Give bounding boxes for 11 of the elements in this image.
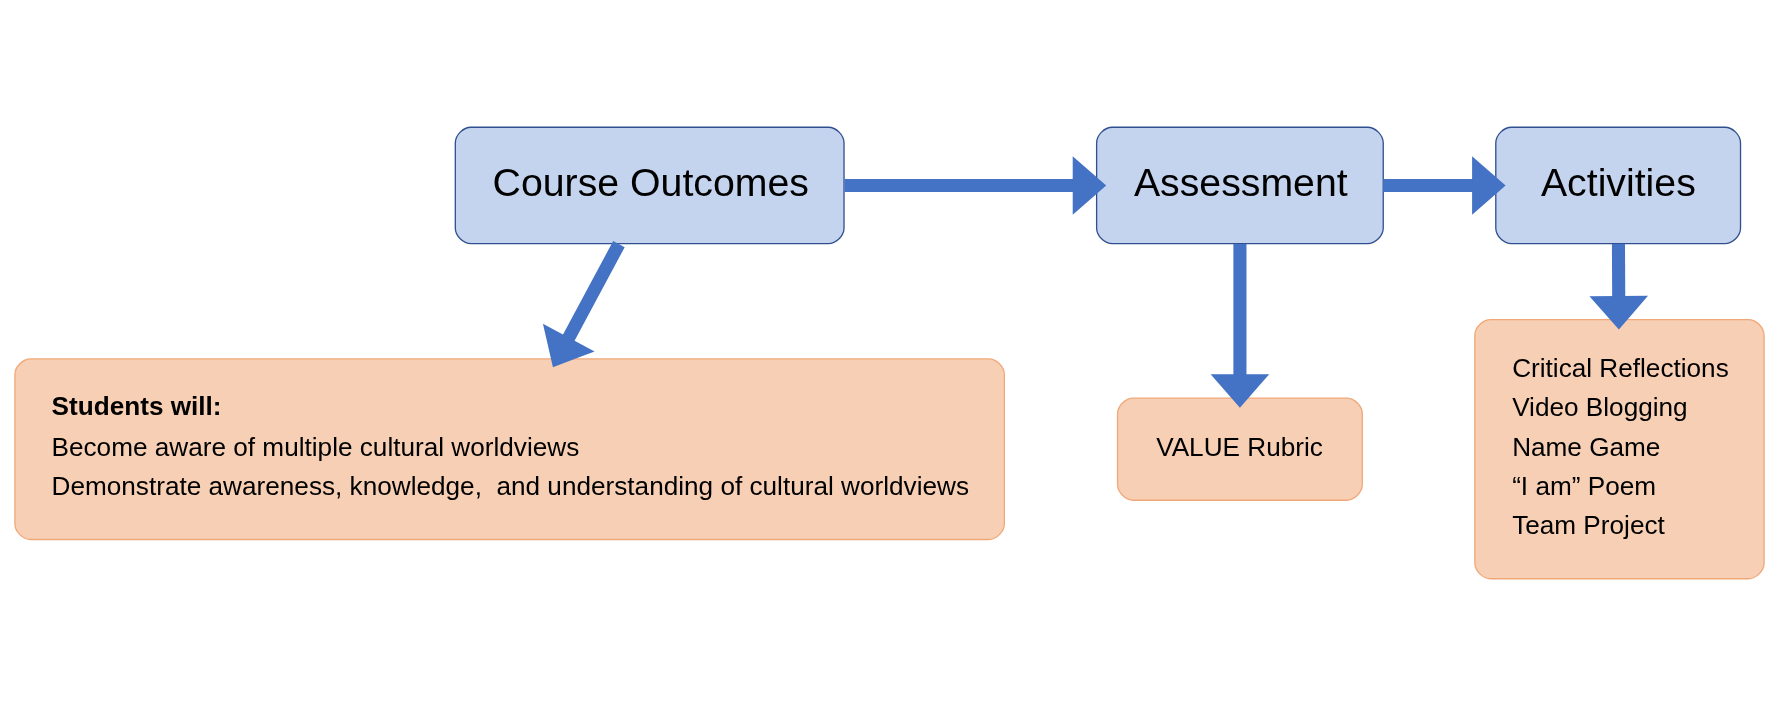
node-box: Students will: Become aware of multiple cultural worldviews Demonstrate awareness, knowledge, and understanding of cultural worldviews — [14, 357, 1005, 540]
arrow — [1383, 155, 1506, 215]
node-box: Course Outcomes — [454, 126, 845, 244]
arrow — [844, 155, 1107, 215]
node-box: Assessment — [1095, 126, 1384, 244]
node-box: VALUE Rubric — [1116, 397, 1363, 501]
arrow — [1210, 243, 1270, 408]
arrow — [1589, 243, 1648, 329]
node-box: Activities — [1495, 126, 1742, 244]
arrow — [542, 240, 625, 367]
node-box: Critical Reflections Video Blogging Name Game “I am” Poem Team Project — [1474, 318, 1765, 579]
